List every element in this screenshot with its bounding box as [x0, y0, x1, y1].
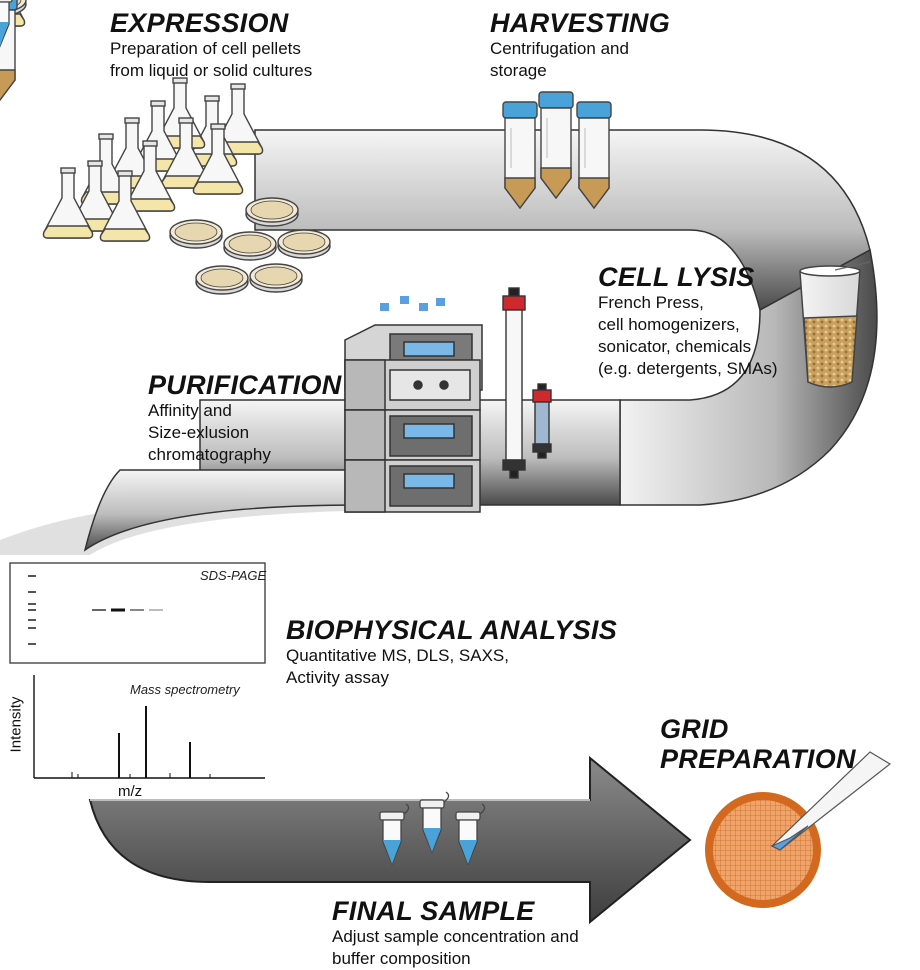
final-sample-desc-line-1: Adjust sample concentration and	[332, 927, 579, 946]
cell-lysis-desc-line-1: French Press,	[598, 293, 704, 312]
grid-preparation-label: GRID PREPARATION	[660, 714, 920, 774]
harvesting-label: HARVESTING Centrifugation and storage	[490, 8, 670, 82]
expression-desc-line-2: from liquid or solid cultures	[110, 61, 313, 80]
harvesting-title: HARVESTING	[490, 8, 671, 38]
final-sample-title: FINAL SAMPLE	[332, 896, 535, 926]
lysis-beaker	[799, 261, 871, 388]
purification-desc-line-3: chromatography	[148, 445, 271, 464]
expression-title: EXPRESSION	[110, 8, 289, 38]
cell-lysis-label: CELL LYSIS French Press, cell homogenize…	[598, 262, 778, 380]
sds-page-gel	[9, 562, 266, 664]
purification-label: PURIFICATION Affinity and Size-exlusion …	[148, 370, 342, 466]
expression-label: EXPRESSION Preparation of cell pellets f…	[110, 8, 312, 82]
biophysical-analysis-desc-line-1: Quantitative MS, DLS, SAXS,	[286, 646, 509, 665]
biophysical-analysis-label: BIOPHYSICAL ANALYSIS Quantitative MS, DL…	[286, 615, 617, 689]
sds-page-label: SDS-PAGE	[200, 568, 267, 583]
mass-spec-xlabel: m/z	[118, 783, 143, 800]
fplc-instrument	[344, 296, 483, 513]
em-grid	[705, 792, 821, 908]
mass-spectrum	[33, 675, 265, 779]
mass-spec-ylabel: Intensity	[7, 696, 25, 753]
harvesting-desc-line-2: storage	[490, 61, 547, 80]
final-sample-desc-line-2: buffer composition	[332, 949, 471, 968]
mass-spec-label: Mass spectrometry	[130, 682, 240, 697]
final-sample-label: FINAL SAMPLE Adjust sample concentration…	[332, 896, 579, 970]
cell-lysis-desc-line-3: sonicator, chemicals	[598, 337, 752, 356]
pipette-tip	[770, 751, 892, 851]
biophysical-analysis-desc-line-2: Activity assay	[286, 668, 389, 687]
purification-desc-line-1: Affinity and	[148, 401, 232, 420]
chromatography-columns	[502, 287, 552, 479]
cell-lysis-desc-line-4: (e.g. detergents, SMAs)	[598, 359, 778, 378]
expression-desc-line-1: Preparation of cell pellets	[110, 39, 301, 58]
grid-preparation-title: GRID PREPARATION	[660, 714, 856, 774]
harvesting-desc-line-1: Centrifugation and	[490, 39, 629, 58]
biophysical-analysis-title: BIOPHYSICAL ANALYSIS	[286, 615, 618, 645]
purification-title: PURIFICATION	[148, 370, 342, 400]
cell-lysis-title: CELL LYSIS	[598, 262, 755, 292]
purification-desc-line-2: Size-exlusion	[148, 423, 250, 442]
sample-tubes	[0, 0, 486, 865]
cell-lysis-desc-line-2: cell homogenizers,	[598, 315, 740, 334]
